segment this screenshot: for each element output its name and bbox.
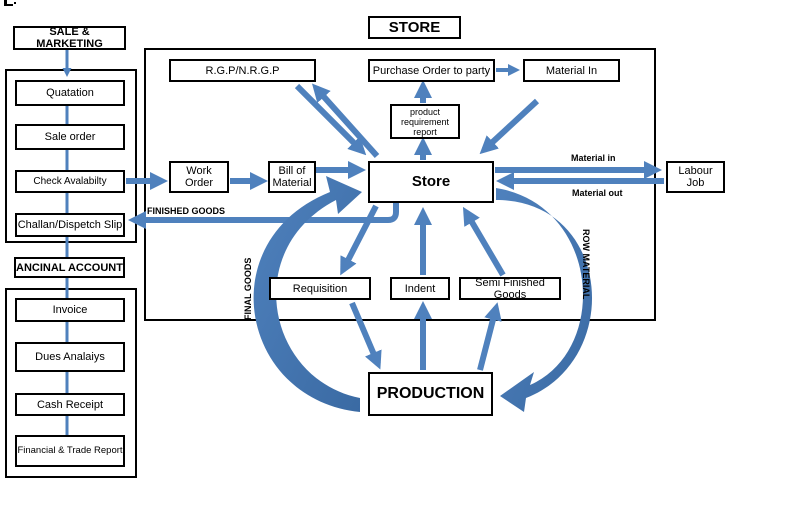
arrow-store-to-rgp [311,83,380,159]
indent-box[interactable]: Indent [390,277,450,300]
finance-frame [5,288,137,478]
semi-finished-goods-box[interactable]: Semi Finished Goods [459,277,561,301]
bill-of-material-box[interactable]: Bill of Material [268,161,316,193]
store-box[interactable]: Store [368,161,494,203]
arrow-rgp-to-store [294,83,367,156]
sales-marketing-header: SALE & MARKETING [13,26,126,50]
arrow-materialin-to-store [479,98,540,155]
requisition-box[interactable]: Requisition [269,277,371,300]
quatation-box[interactable]: Quatation [15,80,125,106]
arrow-production-to-semi [477,302,502,371]
challan-dispatch-box[interactable]: Challan/Dispetch Slip [15,213,125,237]
material-in-box[interactable]: Material In [523,59,620,82]
material-in-label: Material in [571,153,616,163]
cash-receipt-box[interactable]: Cash Receipt [15,393,125,416]
material-out-label: Material out [572,188,623,198]
invoice-box[interactable]: Invoice [15,298,125,322]
rgp-nrgp-box[interactable]: R.G.P/N.R.G.P [169,59,316,82]
row-material-label: ROW MATERIAL [581,229,591,300]
production-box[interactable]: PRODUCTION [368,372,493,416]
check-availability-box[interactable]: Check Avalabilty [15,170,125,193]
finished-goods-label: FINISHED GOODS [147,206,226,216]
final-goods-label: FINAL GOODS [243,257,253,320]
product-requirement-box[interactable]: product requirement report [390,104,460,139]
store-frame [144,48,656,321]
corner-mark-icon [4,0,16,6]
financial-trade-report-box[interactable]: Financial & Trade Report [15,435,125,467]
arrow-store-to-requisition [340,204,379,276]
labour-job-box[interactable]: Labour Job [666,161,725,193]
store-section-title: STORE [368,16,461,39]
finance-account-header: ANCINAL ACCOUNT [14,257,125,278]
arrow-requisition-to-production [349,301,382,370]
dues-analysis-box[interactable]: Dues Analaiys [15,342,125,372]
sale-order-box[interactable]: Sale order [15,124,125,150]
work-order-box[interactable]: Work Order [169,161,229,193]
arrow-semi-to-store [462,206,506,277]
arrow-finished-goods [128,203,399,229]
curve-row-material [496,188,593,412]
purchase-order-box[interactable]: Purchase Order to party [368,59,495,82]
curve-final-goods [253,176,362,412]
